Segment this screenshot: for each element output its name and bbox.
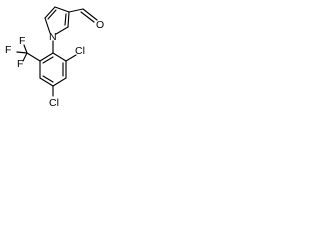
bond-c4-c5-double [64,13,67,26]
bond-b6-b1-double [42,56,54,64]
bond-b1-b2 [52,52,67,62]
bond-c2-c3-double [47,9,57,20]
atom-cl-para-label: Cl [49,97,59,109]
structure-canvas: N O Cl Cl F F F [0,0,115,116]
aldehyde-group [68,8,98,23]
bond-cf3-f-left [16,51,28,54]
bond-cho-o-double [80,11,95,23]
atom-f-top-label: F [19,35,25,47]
pyrrole-ring [44,6,70,35]
bond-ring-cf3 [26,52,41,62]
bond-b4-b5 [39,77,54,87]
atom-cl-ortho-label: Cl [75,45,85,57]
atom-f-left-label: F [5,44,11,56]
bond-c2-c3 [44,6,56,19]
bond-c4-c5 [67,11,70,28]
benzene-ring [39,52,67,87]
bond-b4-b5-double [42,75,54,83]
bond-n1-c2 [44,17,51,34]
bond-b3-b4 [52,77,67,87]
bond-cf3-f-top [23,44,28,54]
bond-b6-b1 [39,52,54,62]
atom-o1-label: O [96,19,104,31]
bond-cho-o [82,8,98,21]
atom-n1-label: N [49,31,57,43]
bond-c5-cho [68,8,84,13]
bond-c3-c4 [54,6,70,13]
bond-ring-cl-ortho [65,54,77,62]
chemical-structure-diagram: N O Cl Cl F F F [5,6,104,109]
bond-cf3-f-bottom [22,52,28,62]
atom-f-bottom-label: F [17,58,23,70]
bond-c5-n1 [55,26,69,35]
